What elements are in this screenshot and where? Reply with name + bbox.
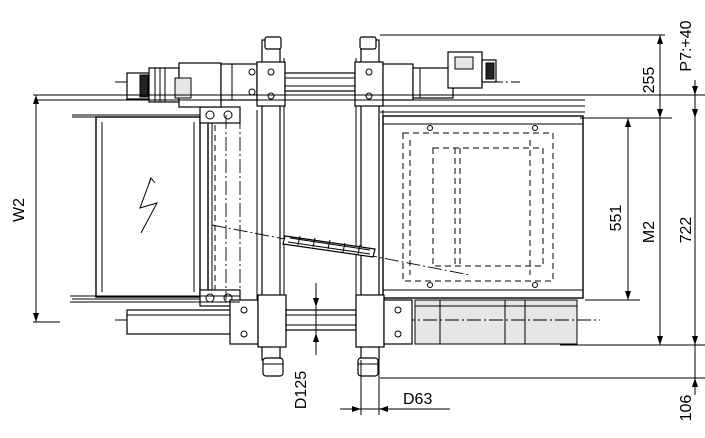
center-construction-lines (211, 115, 471, 300)
dimension-d125 (313, 283, 319, 355)
top-shaft (256, 61, 384, 107)
dimension-label-d125: D125 (293, 371, 310, 409)
left-door-panel (72, 114, 216, 303)
dimension-label-m2: M2 (641, 221, 658, 243)
dimension-w2 (33, 94, 60, 323)
top-right-motor (382, 51, 497, 101)
dimension-d63 (340, 360, 450, 415)
dimension-label-d63: D63 (403, 391, 432, 408)
dimension-label-551: 551 (608, 205, 625, 232)
dimension-106 (380, 345, 705, 395)
center-cross-bar (282, 235, 376, 258)
dimension-551 (585, 118, 640, 301)
top-rails (35, 34, 665, 113)
left-mounting-frame (199, 106, 241, 307)
dimension-label-p7: P7:+40 (678, 20, 695, 71)
electrical-hazard-icon (139, 176, 159, 234)
dimension-p7 (580, 80, 705, 118)
dimension-label-722: 722 (678, 217, 695, 244)
dimension-label-106: 106 (678, 395, 695, 422)
dimension-m2 (657, 118, 663, 345)
dimension-255 (580, 35, 672, 119)
dimension-label-w2: W2 (11, 198, 28, 222)
bottom-housing (414, 299, 578, 345)
center-frame-plates (256, 36, 384, 377)
bottom-shaft (70, 294, 600, 348)
right-cabinet (382, 115, 584, 299)
dimension-label-255: 255 (641, 67, 658, 94)
dimension-722 (560, 118, 705, 346)
